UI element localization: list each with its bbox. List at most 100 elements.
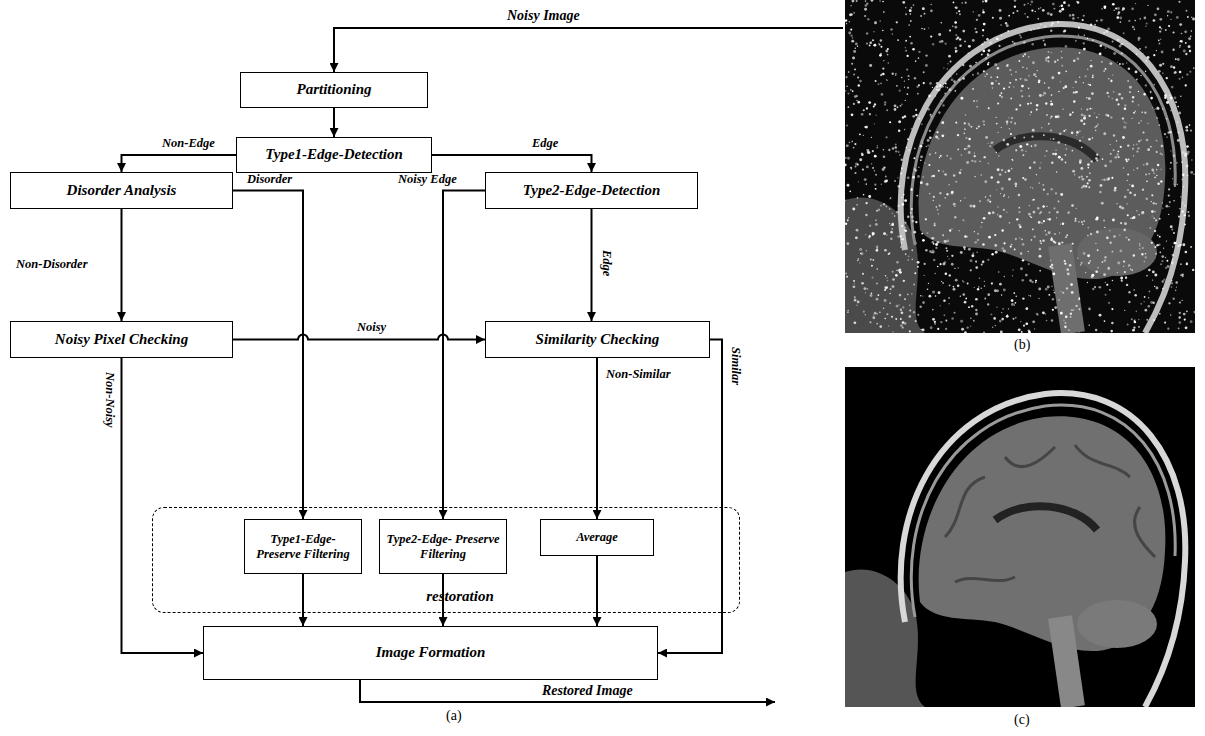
noise-dot: [1039, 94, 1042, 97]
edge-label: Similar: [728, 345, 742, 387]
noise-dot: [1061, 51, 1063, 53]
noise-dot: [1065, 236, 1067, 238]
noise-dot: [1145, 84, 1147, 86]
noise-dot: [1001, 247, 1003, 249]
noise-dot: [848, 71, 850, 73]
noise-dot: [1027, 16, 1029, 18]
noise-dot: [964, 301, 967, 304]
noise-dot: [1065, 316, 1068, 319]
noise-dot: [1166, 136, 1168, 138]
noise-dot: [1011, 244, 1013, 246]
noise-dot: [1133, 155, 1134, 156]
noise-dot: [900, 318, 902, 320]
noise-dot: [975, 313, 978, 316]
noise-dot: [988, 143, 989, 144]
noise-dot: [1033, 73, 1036, 76]
noise-dot: [1077, 17, 1079, 19]
noise-dot: [951, 255, 953, 257]
noise-dot: [945, 240, 947, 242]
noise-dot: [1123, 167, 1125, 169]
noise-dot: [1160, 263, 1162, 265]
noise-dot: [1183, 186, 1184, 187]
noise-dot: [1021, 95, 1023, 97]
noise-dot: [1132, 148, 1134, 150]
noise-dot: [1157, 164, 1159, 166]
noise-dot: [921, 233, 923, 235]
noise-dot: [928, 283, 929, 284]
noise-dot: [910, 13, 912, 15]
noise-dot: [983, 331, 985, 333]
flow-arrow: [658, 340, 722, 654]
noise-dot: [987, 303, 989, 305]
noise-dot: [854, 299, 857, 302]
noise-dot: [929, 136, 932, 139]
noise-dot: [939, 205, 941, 207]
flow-arrow: [443, 191, 485, 520]
noise-dot: [1086, 176, 1088, 178]
noise-dot: [869, 321, 871, 323]
noise-dot: [1132, 101, 1134, 103]
noise-dot: [953, 288, 956, 291]
noise-dot: [1001, 294, 1002, 295]
noise-dot: [920, 155, 923, 158]
noise-dot: [886, 286, 888, 288]
noise-dot: [861, 282, 864, 285]
noise-dot: [1036, 109, 1038, 111]
noise-dot: [876, 283, 878, 285]
noise-dot: [1018, 60, 1020, 62]
noise-dot: [1095, 329, 1098, 332]
noise-dot: [854, 172, 856, 174]
noise-dot: [1103, 5, 1106, 8]
noise-dot: [1015, 149, 1017, 151]
noise-dot: [1122, 136, 1125, 139]
noise-dot: [976, 106, 978, 108]
noise-dot: [861, 252, 864, 255]
noise-dot: [1133, 169, 1134, 170]
noise-dot: [996, 38, 998, 40]
noise-dot: [1148, 297, 1149, 298]
noise-dot: [964, 122, 966, 124]
noise-dot: [845, 199, 846, 200]
noise-dot: [1189, 71, 1191, 73]
noise-dot: [883, 149, 885, 151]
noise-dot: [922, 142, 924, 144]
noise-dot: [1117, 151, 1119, 153]
noise-dot: [1182, 151, 1185, 154]
noise-dot: [880, 46, 882, 48]
noise-dot: [1092, 39, 1094, 41]
noise-dot: [1134, 321, 1137, 324]
noise-dot: [971, 254, 974, 257]
noise-dot: [954, 216, 956, 218]
noise-dot: [951, 228, 952, 229]
noise-dot: [1178, 321, 1181, 324]
noise-dot: [1024, 13, 1025, 14]
noise-dot: [1113, 52, 1116, 55]
noise-dot: [1070, 283, 1073, 286]
noise-dot: [851, 168, 853, 170]
noise-dot: [871, 293, 873, 295]
noise-dot: [1063, 30, 1065, 32]
noise-dot: [1030, 29, 1032, 31]
noise-dot: [966, 327, 968, 329]
noise-dot: [927, 145, 929, 147]
noise-dot: [960, 320, 963, 323]
node-text: Type2-Edge- Preserve Filtering: [384, 532, 502, 561]
noise-dot: [850, 34, 852, 36]
noise-dot: [1073, 100, 1075, 102]
noise-dot: [883, 60, 884, 61]
noise-dot: [895, 274, 898, 277]
noise-dot: [1021, 85, 1024, 88]
noise-dot: [1088, 179, 1091, 182]
noise-dot: [1139, 18, 1141, 20]
noise-dot: [1064, 326, 1067, 329]
noise-dot: [945, 273, 948, 276]
noise-dot: [1127, 189, 1129, 191]
noise-dot: [948, 55, 951, 58]
noise-dot: [906, 147, 907, 148]
noise-dot: [1019, 104, 1021, 106]
noise-dot: [1120, 21, 1122, 23]
noise-dot: [927, 289, 929, 291]
noise-dot: [1072, 14, 1075, 17]
noise-dot: [1117, 7, 1120, 10]
noise-dot: [1170, 11, 1172, 13]
